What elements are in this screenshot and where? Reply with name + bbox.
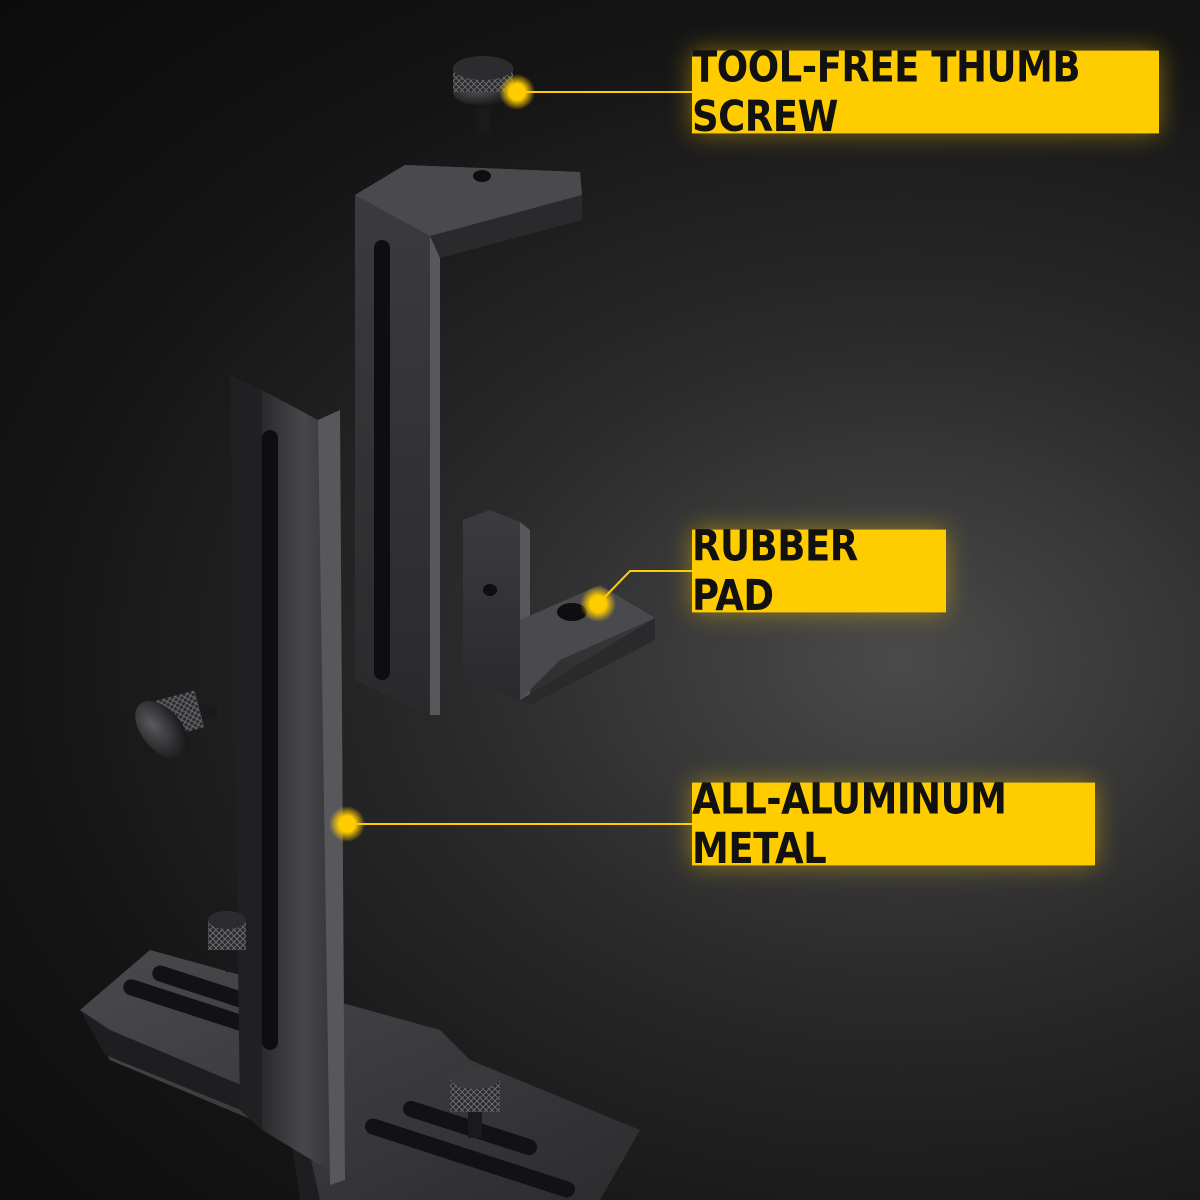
upper-l-bracket [355,165,582,715]
rubber-pad-piece [463,510,655,705]
thumb-screw-left [135,690,217,760]
leader-thumb-screw [499,74,692,110]
leader-rubber-pad [580,570,692,622]
leader-metal [329,806,692,842]
callout-metal-label: ALL-ALUMINUM METAL [692,775,1095,873]
callout-rubber-pad-label: RUBBER PAD [692,522,946,620]
vertical-upright [230,375,345,1185]
thumb-screw-top [453,56,513,134]
thumb-screw-mid [208,911,246,972]
base-bracket [80,950,640,1200]
callout-thumb-screw-label: TOOL-FREE THUMB SCREW [692,43,1159,141]
thumb-screw-bottom [450,1067,500,1138]
